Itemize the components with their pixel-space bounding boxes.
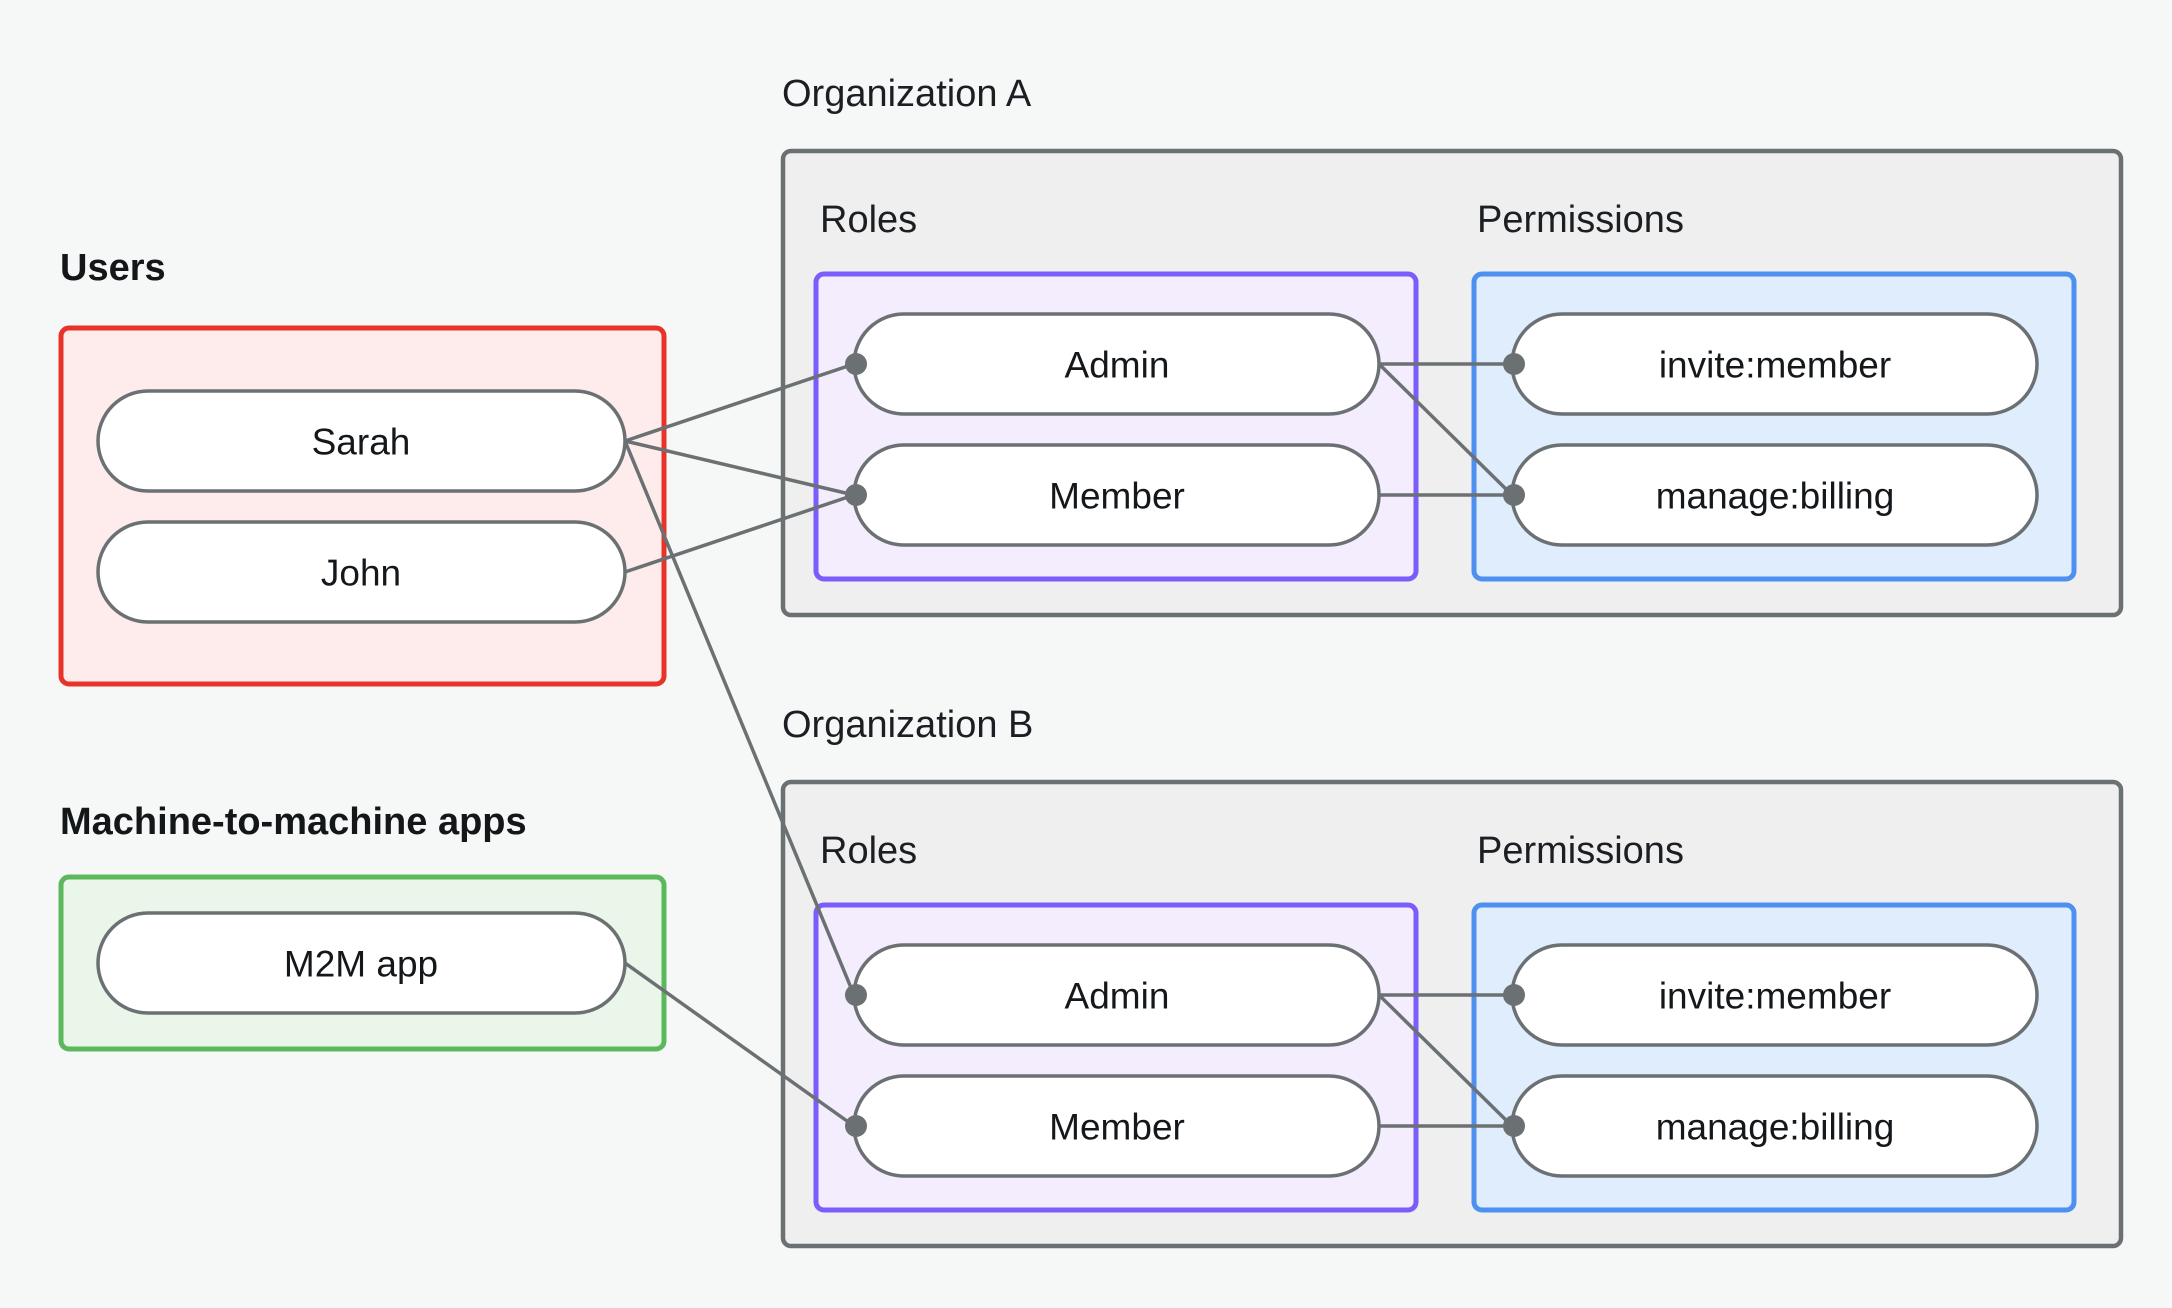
edge-john-to-org-a-member [624,493,855,574]
node-org-b-invite-member[interactable]: invite:member [1510,943,2039,1047]
node-org-b-member[interactable]: Member [852,1074,1381,1178]
node-org-a-invite-member[interactable]: invite:member [1510,312,2039,416]
edge-org-a-admin-to-billing [1377,362,1514,497]
users-group-box [58,325,667,687]
node-m2m-app-shape [96,911,627,1015]
node-sarah-shape [96,389,627,493]
org-b-roles-label: Roles [820,830,917,872]
node-org-a-member-label: Member [1049,476,1185,517]
endpoint-dot-org-b-member [845,1115,867,1137]
org-a-roles-label: Roles [820,199,917,241]
node-m2m-app-label: M2M app [284,944,438,985]
edge-sarah-to-org-b-admin [623,440,856,996]
endpoint-dot-org-b-admin [845,984,867,1006]
node-org-a-manage-billing[interactable]: manage:billing [1510,443,2039,547]
endpoint-dot-org-a-member [845,484,867,506]
edge-m2m-to-org-b-member [623,961,856,1128]
node-john-label: John [321,553,401,594]
node-sarah[interactable]: Sarah [96,389,627,493]
node-org-a-member[interactable]: Member [852,443,1381,547]
node-org-b-manage-billing-label: manage:billing [1656,1107,1895,1148]
node-m2m-app[interactable]: M2M app [96,911,627,1015]
node-org-a-admin-label: Admin [1065,345,1170,386]
edge-org-b-admin-to-billing [1377,993,1514,1128]
org-b-permissions-label: Permissions [1477,830,1684,872]
endpoint-dot-org-b-billing [1503,1115,1525,1137]
users-box [58,325,667,687]
node-org-b-invite-member-label: invite:member [1659,976,1891,1017]
node-org-b-member-label: Member [1049,1107,1185,1148]
node-john[interactable]: John [96,520,627,624]
node-john-shape [96,520,627,624]
edge-sarah-to-org-a-admin [624,362,855,443]
node-org-b-manage-billing[interactable]: manage:billing [1510,1074,2039,1178]
node-org-a-manage-billing-label: manage:billing [1656,476,1895,517]
m2m-group-title: Machine-to-machine apps [60,801,527,843]
endpoint-dot-org-a-admin [845,353,867,375]
node-org-a-invite-member-label: invite:member [1659,345,1891,386]
endpoint-dot-org-b-invite [1503,984,1525,1006]
endpoint-dot-org-a-billing [1503,484,1525,506]
endpoint-dot-org-a-invite [1503,353,1525,375]
node-org-a-admin[interactable]: Admin [852,312,1381,416]
node-org-b-admin[interactable]: Admin [852,943,1381,1047]
org-b-title: Organization B [782,704,1033,746]
node-org-b-admin-label: Admin [1065,976,1170,1017]
edge-layer [623,362,1514,1128]
org-a-permissions-label: Permissions [1477,199,1684,241]
edge-endpoint-layer [845,353,1525,1137]
node-sarah-label: Sarah [312,422,411,463]
edge-sarah-to-org-a-member [624,439,855,497]
org-a-title: Organization A [782,73,1032,115]
users-group-title: Users [60,247,166,289]
